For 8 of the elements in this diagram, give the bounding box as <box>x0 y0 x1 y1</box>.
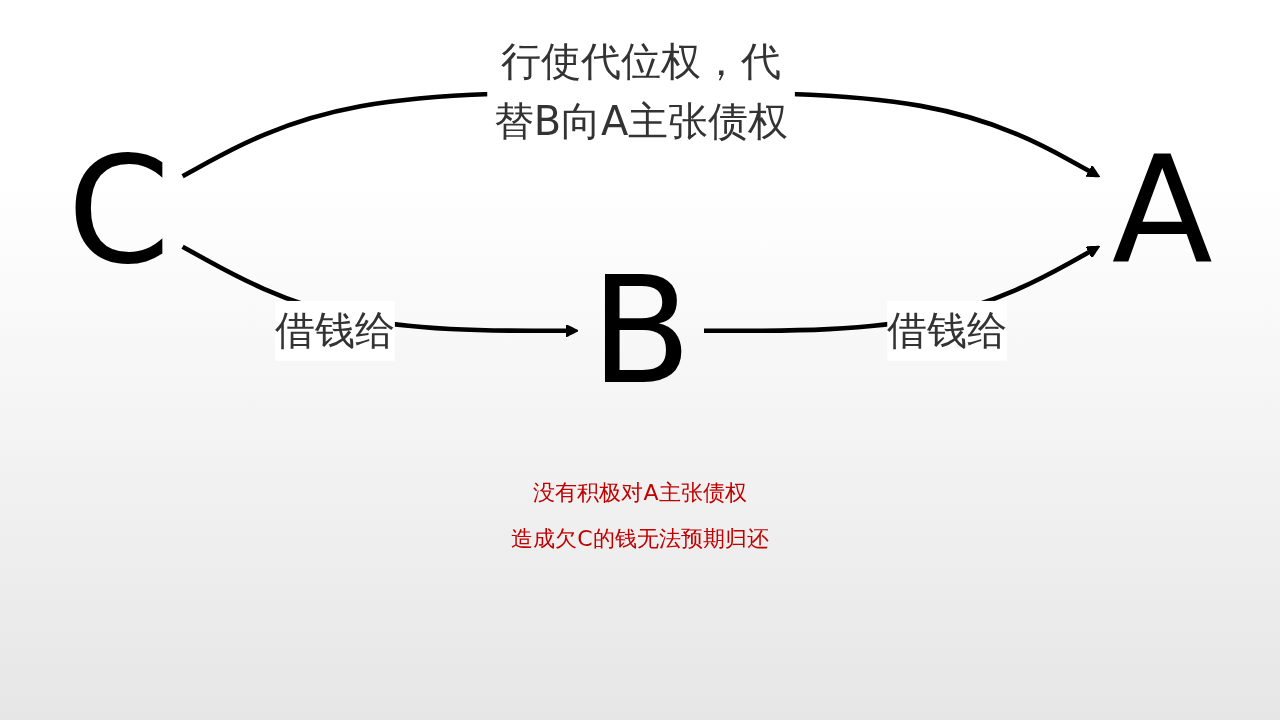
edge-label: 借钱给 <box>887 306 1008 354</box>
node-text: A <box>1111 125 1213 298</box>
edge-label: 借钱给 <box>274 306 395 354</box>
node-text: C <box>67 125 171 298</box>
node-text: B <box>590 244 692 417</box>
note-text: 没有积极对A主张债权 <box>533 480 747 505</box>
edge-label: 行使代位权，代替B向A主张债权 <box>493 38 789 145</box>
note-text: 造成欠C的钱无法预期归还 <box>511 526 769 551</box>
